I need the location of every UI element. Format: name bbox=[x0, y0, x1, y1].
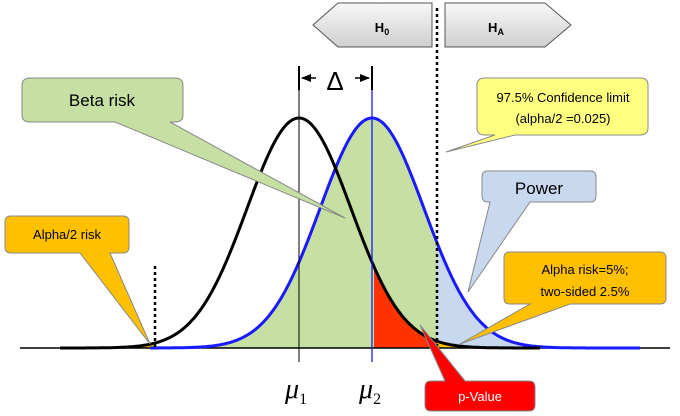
alpha-risk-line1: Alpha risk=5%; bbox=[541, 262, 628, 277]
beta-risk-label: Beta risk bbox=[69, 91, 136, 110]
power-label: Power bbox=[515, 179, 564, 198]
alternative-distribution-curve bbox=[150, 116, 640, 350]
p-value-label: p-Value bbox=[458, 389, 502, 404]
mu1-label: μ bbox=[284, 374, 299, 405]
confidence-limit-line2: (alpha/2 =0.025) bbox=[515, 111, 610, 126]
p-value-callout: p-Value bbox=[419, 324, 536, 412]
power-region bbox=[437, 242, 600, 348]
svg-text:μ1: μ1 bbox=[284, 374, 307, 408]
alpha-half-risk-callout: Alpha/2 risk bbox=[4, 215, 151, 345]
ha-arrow-sub: A bbox=[497, 27, 504, 37]
null-distribution-curve bbox=[60, 116, 540, 350]
svg-text:μ2: μ2 bbox=[358, 374, 381, 408]
power-callout: Power bbox=[467, 170, 597, 293]
beta-risk-callout: Beta risk bbox=[21, 77, 346, 219]
alpha-risk-line2: two-sided 2.5% bbox=[541, 284, 630, 299]
h0-arrow: H0 bbox=[312, 2, 433, 48]
alpha-half-risk-label: Alpha/2 risk bbox=[33, 227, 101, 242]
ha-arrow-label: H bbox=[488, 20, 497, 35]
beta-risk-region bbox=[155, 118, 437, 348]
mu2-label: μ bbox=[358, 374, 373, 405]
confidence-limit-line1: 97.5% Confidence limit bbox=[497, 90, 630, 105]
svg-text:H0: H0 bbox=[375, 20, 389, 37]
h0-arrow-sub: 0 bbox=[384, 27, 389, 37]
delta-label: Δ bbox=[326, 66, 343, 96]
p-value-region bbox=[374, 266, 437, 348]
ha-arrow: HA bbox=[444, 2, 572, 48]
alpha-risk-callout: Alpha risk=5%; two-sided 2.5% bbox=[459, 251, 667, 345]
mu2-sub: 2 bbox=[373, 391, 381, 408]
delta-marker: Δ bbox=[298, 66, 373, 96]
svg-text:HA: HA bbox=[488, 20, 504, 37]
h0-arrow-label: H bbox=[375, 20, 384, 35]
mu1-sub: 1 bbox=[299, 391, 307, 408]
confidence-limit-callout: 97.5% Confidence limit (alpha/2 =0.025) bbox=[445, 77, 649, 153]
